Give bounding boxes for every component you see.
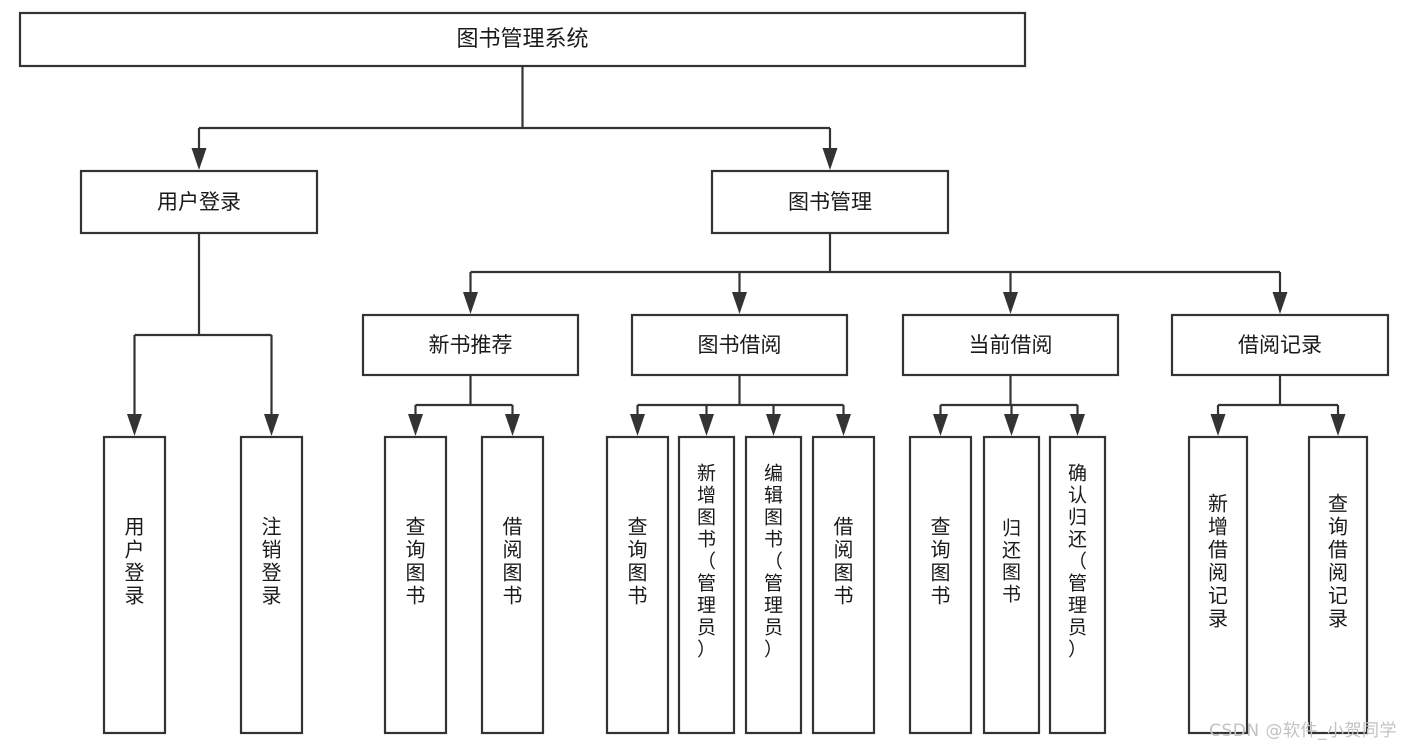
node-label: 确认归还（管理员） — [1068, 463, 1087, 661]
node-label: 新增借阅记录 — [1208, 491, 1228, 630]
node-label: 当前借阅 — [969, 333, 1053, 357]
connector-group — [933, 375, 1085, 436]
node-label: 用户登录 — [125, 514, 145, 607]
node-box[interactable] — [901, 313, 1120, 377]
node-box[interactable] — [744, 435, 803, 735]
node-leaf-user-login[interactable]: 用户登录 — [102, 435, 167, 735]
node-box[interactable] — [239, 435, 304, 735]
node-leaf-edit-book[interactable]: 编辑图书（管理员） — [744, 435, 803, 735]
arrow-head-icon — [264, 414, 279, 436]
arrow-head-icon — [822, 148, 838, 170]
node-leaf-borrow-book-1[interactable]: 借阅图书 — [480, 435, 545, 735]
node-label: 新增图书（管理员） — [697, 463, 716, 661]
node-leaf-return-book[interactable]: 归还图书 — [982, 435, 1041, 735]
arrow-head-icon — [1004, 414, 1019, 436]
node-new-book-recommend[interactable]: 新书推荐 — [361, 313, 580, 377]
node-label: 查询图书 — [931, 514, 951, 607]
node-leaf-query-book-2[interactable]: 查询图书 — [605, 435, 670, 735]
arrow-head-icon — [933, 414, 948, 436]
node-box[interactable] — [18, 11, 1027, 68]
node-box[interactable] — [1187, 435, 1249, 735]
node-label: 归还图书 — [1002, 518, 1021, 606]
node-label: 图书管理系统 — [456, 27, 588, 52]
node-box[interactable] — [677, 435, 736, 735]
arrow-head-icon — [836, 414, 851, 436]
node-box[interactable] — [1170, 313, 1390, 377]
arrow-head-icon — [732, 292, 747, 314]
watermark-label: CSDN @软件_小贺同学 — [1209, 721, 1397, 741]
node-box[interactable] — [710, 169, 950, 235]
node-leaf-query-book-1[interactable]: 查询图书 — [383, 435, 448, 735]
node-label: 注销登录 — [262, 514, 282, 607]
node-leaf-borrow-book-2[interactable]: 借阅图书 — [811, 435, 876, 735]
arrow-head-icon — [699, 414, 714, 436]
arrow-head-icon — [1003, 292, 1018, 314]
node-label: 图书管理 — [788, 190, 872, 214]
node-box[interactable] — [383, 435, 448, 735]
node-box[interactable] — [361, 313, 580, 377]
connector-group — [191, 66, 838, 170]
node-box[interactable] — [480, 435, 545, 735]
arrow-head-icon — [127, 414, 142, 436]
arrow-head-icon — [1330, 414, 1346, 436]
connector-group — [463, 233, 1288, 314]
node-label: 查询借阅记录 — [1328, 491, 1348, 630]
node-label: 查询图书 — [406, 514, 426, 607]
connectors-layer — [127, 66, 1346, 436]
arrow-head-icon — [191, 148, 207, 170]
node-leaf-confirm-return[interactable]: 确认归还（管理员） — [1048, 435, 1107, 735]
node-box[interactable] — [982, 435, 1041, 735]
node-root[interactable]: 图书管理系统 — [18, 11, 1027, 68]
node-label: 借阅图书 — [834, 514, 854, 607]
connector-group — [630, 375, 851, 436]
node-box[interactable] — [79, 169, 319, 235]
arrow-head-icon — [463, 292, 478, 314]
node-book-manage[interactable]: 图书管理 — [710, 169, 950, 235]
node-label: 查询图书 — [628, 514, 648, 607]
arrow-head-icon — [408, 414, 423, 436]
node-leaf-logout[interactable]: 注销登录 — [239, 435, 304, 735]
arrow-head-icon — [505, 414, 520, 436]
node-box[interactable] — [102, 435, 167, 735]
node-label: 借阅记录 — [1238, 333, 1322, 357]
node-current-borrow[interactable]: 当前借阅 — [901, 313, 1120, 377]
node-leaf-add-record[interactable]: 新增借阅记录 — [1187, 435, 1249, 735]
node-user-login[interactable]: 用户登录 — [79, 169, 319, 235]
arrow-head-icon — [1272, 292, 1288, 314]
node-label: 借阅图书 — [503, 514, 523, 607]
node-leaf-query-record[interactable]: 查询借阅记录 — [1307, 435, 1369, 735]
node-box[interactable] — [908, 435, 973, 735]
arrow-head-icon — [766, 414, 781, 436]
node-box[interactable] — [811, 435, 876, 735]
node-box[interactable] — [1048, 435, 1107, 735]
connector-group — [1210, 375, 1346, 436]
arrow-head-icon — [1070, 414, 1085, 436]
node-label: 新书推荐 — [429, 333, 513, 357]
node-label: 图书借阅 — [698, 333, 782, 357]
node-label: 用户登录 — [157, 190, 241, 214]
node-box[interactable] — [1307, 435, 1369, 735]
nodes-layer: 图书管理系统用户登录图书管理新书推荐图书借阅当前借阅借阅记录用户登录注销登录查询… — [18, 11, 1390, 735]
node-leaf-add-book[interactable]: 新增图书（管理员） — [677, 435, 736, 735]
connector-group — [408, 375, 520, 436]
arrow-head-icon — [630, 414, 645, 436]
node-leaf-query-book-3[interactable]: 查询图书 — [908, 435, 973, 735]
node-book-borrow[interactable]: 图书借阅 — [630, 313, 849, 377]
node-label: 编辑图书（管理员） — [764, 463, 783, 661]
node-box[interactable] — [605, 435, 670, 735]
arrow-head-icon — [1210, 414, 1226, 436]
node-box[interactable] — [630, 313, 849, 377]
connector-group — [127, 233, 279, 436]
node-borrow-record[interactable]: 借阅记录 — [1170, 313, 1390, 377]
